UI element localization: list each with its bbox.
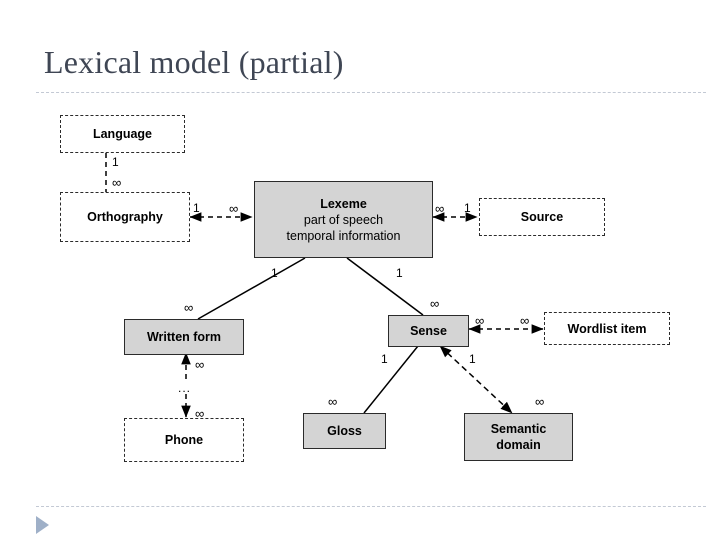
cardinality-orthography-many: ∞: [112, 175, 122, 190]
cardinality-wordlist-many: ∞: [520, 313, 530, 328]
node-written-form[interactable]: Written form: [124, 319, 244, 355]
node-semantic-domain[interactable]: Semantic domain: [464, 413, 573, 461]
node-orthography-label: Orthography: [87, 210, 163, 224]
node-phone[interactable]: Phone: [124, 418, 244, 462]
node-lexeme-subline-1: part of speech: [303, 212, 384, 227]
cardinality-lexeme-writtenform-one: 1: [271, 266, 278, 280]
cardinality-writtenform-phone-lower-many: ∞: [195, 406, 205, 421]
cardinality-lexeme-sense-one: 1: [396, 266, 403, 280]
cardinality-sense-gloss-one: 1: [381, 352, 388, 366]
node-language[interactable]: Language: [60, 115, 185, 153]
node-lexeme-subline-2: temporal information: [286, 228, 401, 243]
cardinality-sense-semantic-one: 1: [469, 352, 476, 366]
edge-lexeme-sense: [346, 257, 424, 316]
node-lexeme-label: Lexeme: [320, 196, 367, 211]
lexical-model-diagram: Language Orthography Lexeme part of spee…: [0, 96, 728, 496]
next-slide-triangle-icon[interactable]: [36, 516, 49, 534]
cardinality-lexeme-right-many: ∞: [435, 201, 445, 216]
node-phone-label: Phone: [164, 433, 204, 447]
node-sense-label: Sense: [410, 324, 447, 338]
node-language-label: Language: [92, 127, 153, 141]
cardinality-gloss-many: ∞: [328, 394, 338, 409]
edge-lexeme-writtenform: [197, 257, 306, 320]
title-divider: [36, 92, 706, 93]
node-source-label: Source: [520, 210, 564, 224]
cardinality-language-one: 1: [112, 155, 119, 169]
node-gloss[interactable]: Gloss: [303, 413, 386, 449]
cardinality-sense-top-many: ∞: [430, 296, 440, 311]
cardinality-sense-right-many: ∞: [475, 313, 485, 328]
node-wordlist-item[interactable]: Wordlist item: [544, 312, 670, 345]
page-title: Lexical model (partial): [44, 44, 344, 80]
edge-sense-gloss: [363, 345, 419, 414]
node-source[interactable]: Source: [479, 198, 605, 236]
node-orthography[interactable]: Orthography: [60, 192, 190, 242]
node-semantic-domain-label-line2: domain: [496, 438, 541, 452]
cardinality-orthography-one: 1: [193, 201, 200, 215]
node-semantic-domain-label-line1: Semantic: [490, 422, 547, 436]
cardinality-semantic-many: ∞: [535, 394, 545, 409]
footer-divider: [36, 506, 706, 507]
node-sense[interactable]: Sense: [388, 315, 469, 347]
cardinality-lexeme-left-many: ∞: [229, 201, 239, 216]
edge-sense-semanticdomain: [439, 345, 513, 414]
cardinality-source-one: 1: [464, 201, 471, 215]
node-lexeme[interactable]: Lexeme part of speech temporal informati…: [254, 181, 433, 258]
edge-omission-ellipsis: ...: [178, 381, 192, 395]
node-gloss-label: Gloss: [327, 424, 362, 438]
cardinality-writtenform-phone-upper-many: ∞: [195, 357, 205, 372]
diagram-connectors: [105, 153, 544, 418]
node-written-form-label: Written form: [146, 330, 222, 344]
node-wordlist-item-label: Wordlist item: [567, 321, 647, 336]
cardinality-writtenform-many: ∞: [184, 300, 194, 315]
